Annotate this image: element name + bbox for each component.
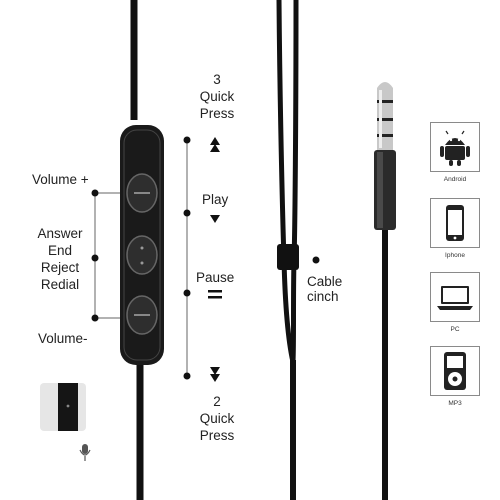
down-arrow-icon	[210, 215, 220, 223]
volume-down-button	[126, 295, 158, 335]
volume-minus-marker	[91, 314, 99, 322]
double-up-arrow-icon	[210, 137, 220, 152]
microphone-inset	[40, 383, 86, 431]
mp3-player-icon	[444, 352, 466, 390]
pc-device-box	[430, 272, 480, 322]
left-guide	[94, 192, 120, 319]
iphone-device-box	[430, 198, 480, 248]
cable-cinch	[277, 244, 299, 270]
android-label: Android	[443, 176, 467, 183]
iphone-label: Iphone	[445, 252, 465, 259]
microphone-icon	[79, 444, 91, 461]
pause-label: Pause	[196, 270, 235, 285]
volume-plus-label: Volume +	[32, 172, 89, 187]
center-button	[126, 235, 158, 275]
volume-up-button	[126, 173, 158, 213]
triple-press-marker	[183, 136, 191, 144]
play-marker	[183, 209, 191, 217]
double-press-marker	[183, 372, 191, 380]
audio-jack	[374, 82, 396, 500]
triple-press-press: Press	[199, 106, 235, 121]
end-label: End	[47, 243, 73, 258]
android-icon	[440, 130, 470, 166]
android-device-box	[430, 122, 480, 172]
answer-marker	[91, 254, 99, 262]
cable-cinch-marker	[312, 256, 320, 264]
pc-label: PC	[450, 326, 460, 333]
left-cable	[130, 0, 144, 500]
redial-label: Redial	[40, 277, 80, 292]
double-down-arrow-icon	[210, 367, 220, 382]
pause-marker	[183, 289, 191, 297]
reject-label: Reject	[40, 260, 80, 275]
double-press-quick: Quick	[199, 411, 235, 426]
double-press-press: Press	[199, 428, 235, 443]
cable-cinch-label-line2: cinch	[307, 289, 339, 304]
answer-label: Answer	[37, 226, 83, 241]
volume-minus-label: Volume-	[38, 331, 88, 346]
inline-remote	[120, 125, 164, 365]
equals-icon	[208, 290, 222, 299]
triple-press-quick: Quick	[199, 89, 235, 104]
triple-press-count: 3	[213, 72, 221, 87]
cable-cinch-label-line1: Cable	[307, 274, 343, 289]
volume-plus-marker	[91, 189, 99, 197]
mp3-device-box	[430, 346, 480, 396]
play-label: Play	[202, 192, 229, 207]
laptop-icon	[437, 286, 473, 310]
double-press-count: 2	[213, 394, 221, 409]
mp3-label: MP3	[448, 400, 462, 407]
phone-icon	[446, 205, 464, 241]
